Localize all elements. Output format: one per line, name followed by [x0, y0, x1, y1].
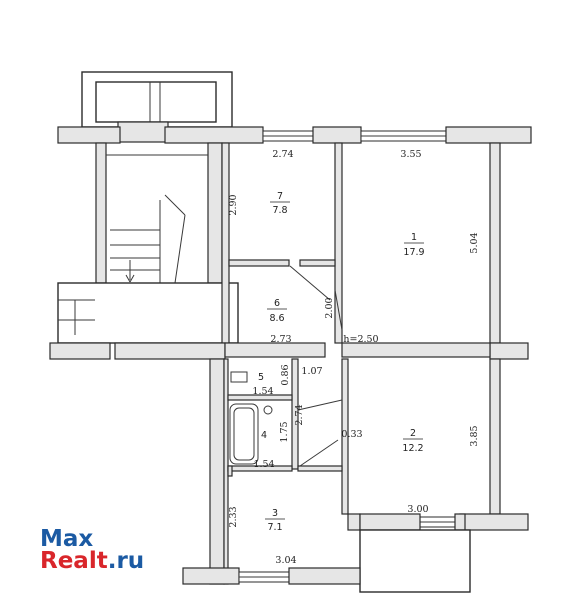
room-number-1: 1: [411, 232, 417, 243]
dim-1-07: 1.07: [301, 366, 322, 377]
dim-1-54-top: 1.54: [252, 386, 273, 397]
room-number-3: 3: [272, 508, 278, 519]
dim-3-55: 3.55: [400, 149, 421, 160]
watermark-red: Realt: [40, 548, 108, 574]
room-area-1: 17.9: [403, 247, 424, 258]
room-number-2: 2: [410, 428, 416, 439]
lower-walls: [209, 358, 349, 585]
dim-2-73: 2.73: [270, 334, 291, 345]
watermark-blue: .ru: [107, 548, 145, 574]
dim-0-86: 0.86: [280, 364, 291, 385]
dim-2-74-mid: 2.74: [294, 404, 305, 425]
dim-2-00: 2.00: [324, 297, 335, 318]
room-area: 7.8: [272, 205, 287, 216]
outer-wall-right: [459, 142, 529, 531]
dim-3-04: 3.04: [275, 555, 296, 566]
dim-1-54-bot: 1.54: [253, 459, 274, 470]
room-area-3: 7.1: [267, 522, 282, 533]
dim-2-33: 2.33: [228, 506, 239, 527]
dim-1-75: 1.75: [279, 421, 290, 442]
dim-3-85: 3.85: [469, 425, 480, 446]
room-number-4: 4: [261, 430, 267, 441]
dim-5-04: 5.04: [469, 232, 480, 253]
watermark-line1: Max: [40, 526, 94, 552]
dim-2-74-top: 2.74: [272, 149, 293, 160]
bottom-walls: [182, 513, 471, 593]
watermark-logo: Max Realt.ru: [40, 526, 145, 574]
watermark-line2: Realt.ru: [40, 548, 145, 574]
middle-wall: [49, 342, 491, 360]
dim-2-90: 2.90: [228, 194, 239, 215]
room-number: 7: [277, 191, 283, 202]
room-area-2: 12.2: [402, 443, 423, 454]
ceiling-height: h=2.50: [343, 334, 378, 345]
dim-3-00: 3.00: [407, 504, 428, 515]
dim-0-33: 0.33: [341, 429, 362, 440]
room-label-7: 7 7.8: [270, 191, 290, 216]
room-area-6: 8.6: [269, 313, 284, 324]
room-number-6: 6: [274, 298, 280, 309]
outer-wall-top: [57, 126, 532, 144]
room-number-5: 5: [258, 372, 264, 383]
